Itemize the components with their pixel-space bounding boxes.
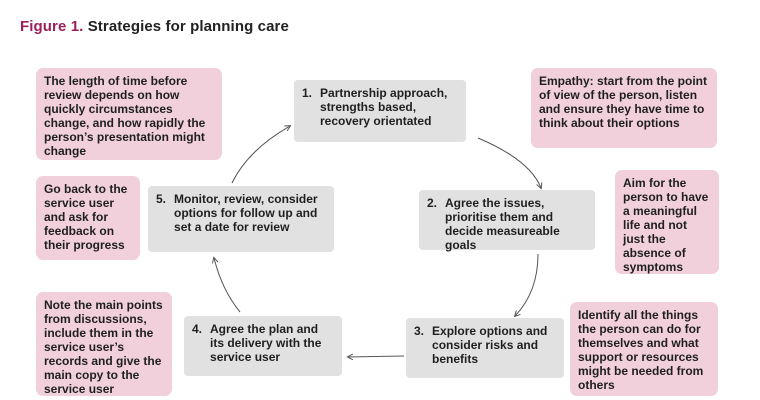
arrow-3-to-4	[348, 356, 405, 357]
step-text: Agree the issues, prioritise them and de…	[445, 196, 560, 252]
step-4-box: 4. Agree the plan and its delivery with …	[184, 316, 342, 376]
figure-title: Figure 1. Strategies for planning care	[20, 18, 289, 35]
note-identify: Identify all the things the person can d…	[570, 302, 718, 396]
step-1-box: 1. Partnership approach, strengths based…	[294, 80, 466, 142]
step-number: 3.	[414, 324, 425, 338]
note-empathy: Empathy: start from the point of view of…	[531, 68, 717, 148]
note-text: The length of time before review depends…	[44, 74, 206, 158]
step-number: 1.	[302, 86, 313, 100]
arrow-2-to-3	[515, 253, 539, 316]
step-text: Partnership approach, strengths based, r…	[320, 86, 448, 128]
note-text: Aim for the person to have a meaningful …	[623, 176, 709, 274]
note-feedback: Go back to the service user and ask for …	[36, 176, 140, 260]
step-number: 5.	[156, 192, 167, 206]
note-text: Note the main points from discussions, i…	[44, 298, 163, 396]
note-review-time: The length of time before review depends…	[36, 68, 222, 160]
step-text: Explore options and consider risks and b…	[432, 324, 548, 366]
step-number: 2.	[427, 196, 438, 210]
arrow-1-to-2	[477, 137, 541, 188]
note-records: Note the main points from discussions, i…	[36, 292, 172, 396]
step-text: Monitor, review, consider options for fo…	[174, 192, 318, 234]
step-number: 4.	[192, 322, 203, 336]
step-5-box: 5. Monitor, review, consider options for…	[148, 186, 334, 252]
step-3-box: 3. Explore options and consider risks an…	[406, 318, 564, 378]
figure-caption: Strategies for planning care	[87, 18, 289, 35]
step-2-box: 2. Agree the issues, prioritise them and…	[419, 190, 595, 252]
note-text: Empathy: start from the point of view of…	[539, 74, 708, 130]
note-text: Go back to the service user and ask for …	[44, 182, 128, 252]
figure-number: Figure 1.	[20, 18, 84, 35]
arrow-4-to-5	[214, 258, 241, 313]
arrow-5-to-1	[231, 126, 290, 184]
note-text: Identify all the things the person can d…	[578, 308, 704, 392]
step-text: Agree the plan and its delivery with the…	[210, 322, 322, 364]
note-meaningful-life: Aim for the person to have a meaningful …	[615, 170, 719, 274]
